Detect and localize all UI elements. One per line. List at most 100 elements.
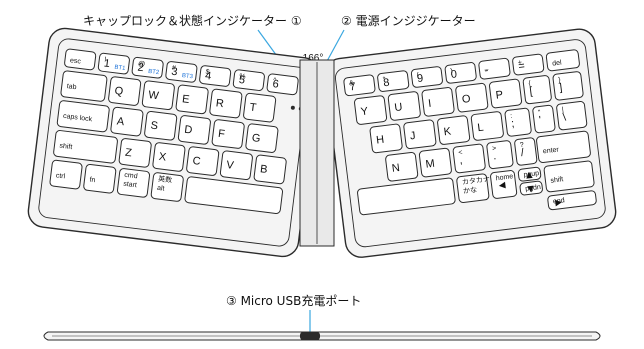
left-key-6[interactable]: 6^ — [266, 73, 299, 96]
left-key-ctrl[interactable]: ctrl — [49, 159, 83, 190]
right-key-m[interactable]: M — [418, 147, 452, 178]
left-key-z[interactable]: Z — [118, 138, 152, 168]
svg-text:): ) — [450, 68, 453, 75]
svg-text:_: _ — [483, 63, 489, 71]
right-key-9[interactable]: 9( — [410, 66, 443, 88]
right-key-blank-19[interactable]: ;: — [504, 107, 532, 137]
right-key-p[interactable]: P — [489, 78, 523, 109]
svg-text:かな: かな — [463, 186, 478, 196]
left-key-tab[interactable]: tab — [60, 70, 108, 102]
svg-text:$: $ — [205, 69, 210, 76]
right-key-shift[interactable]: shift — [543, 160, 595, 193]
right-key-blank-28[interactable] — [357, 177, 456, 216]
svg-text:F: F — [217, 128, 225, 141]
svg-text:^: ^ — [273, 77, 278, 84]
right-key-n[interactable]: N — [385, 151, 419, 182]
right-key-8[interactable]: 8* — [377, 70, 410, 92]
left-key-e[interactable]: E — [175, 84, 209, 115]
svg-text:=: = — [518, 60, 526, 73]
left-key-4[interactable]: 4$ — [199, 65, 232, 87]
svg-text:!: ! — [104, 56, 107, 63]
left-key-w[interactable]: W — [141, 80, 175, 111]
left-key-d[interactable]: D — [177, 115, 211, 145]
left-key-b[interactable]: B — [253, 154, 287, 185]
right-key-blank-32[interactable]: ▼pgdn — [519, 180, 543, 197]
svg-text:S: S — [150, 120, 159, 133]
svg-text:1: 1 — [103, 57, 111, 70]
left-key-5[interactable]: 5% — [232, 69, 265, 91]
svg-text:6: 6 — [272, 78, 280, 91]
right-key-blank-4[interactable]: -_ — [478, 57, 511, 80]
left-key-q[interactable]: Q — [108, 76, 142, 106]
svg-text:E: E — [181, 93, 190, 106]
left-key-1[interactable]: 1! BT1 — [97, 52, 130, 75]
left-key-3[interactable]: 3#BT3 — [165, 61, 198, 83]
right-key-del[interactable]: del — [545, 49, 580, 72]
left-key-c[interactable]: C — [186, 146, 220, 176]
right-key-0[interactable]: 0) — [444, 62, 477, 84]
svg-text:esc: esc — [69, 57, 81, 65]
svg-text:[: [ — [529, 85, 534, 97]
right-key-blank-26[interactable]: /? — [514, 137, 538, 166]
right-key-j[interactable]: J — [403, 119, 437, 150]
left-key-blank-29[interactable] — [184, 176, 284, 214]
right-key-y[interactable]: Y — [354, 95, 388, 125]
svg-text:BT1: BT1 — [114, 65, 126, 72]
left-key-a[interactable]: A — [110, 106, 144, 137]
svg-text:": " — [538, 109, 542, 116]
left-key-x[interactable]: X — [152, 142, 186, 172]
left-key-s[interactable]: S — [144, 110, 178, 141]
right-key-blank-31[interactable]: ▲pgup — [517, 166, 542, 183]
right-key-h[interactable]: H — [369, 123, 403, 154]
svg-text:{: { — [528, 80, 532, 87]
usb-port — [300, 332, 320, 340]
svg-text:enter: enter — [542, 146, 559, 155]
left-key-v[interactable]: V — [219, 150, 253, 181]
left-key-r[interactable]: R — [209, 88, 243, 119]
right-key-blank-25[interactable]: .> — [486, 140, 514, 170]
right-key-blank-33[interactable]: ►end — [547, 190, 597, 211]
svg-text:home: home — [495, 173, 513, 182]
left-key-2[interactable]: 2@BT2 — [131, 56, 164, 79]
right-key-blank-12[interactable]: [{ — [522, 75, 552, 105]
right-key-blank-30[interactable]: ◄home — [490, 170, 518, 199]
svg-text:I: I — [428, 98, 433, 110]
caps-indicator-led — [290, 105, 295, 110]
svg-text:▼: ▼ — [525, 183, 537, 196]
left-key-shift[interactable]: shift — [53, 130, 118, 164]
right-key-blank-13[interactable]: ]} — [552, 71, 584, 101]
svg-text:end: end — [553, 197, 566, 205]
right-key-7[interactable]: 7& — [343, 74, 376, 97]
right-key-blank-20[interactable]: '" — [532, 104, 556, 134]
svg-text:N: N — [391, 162, 400, 175]
right-key-o[interactable]: O — [455, 82, 489, 113]
right-key-l[interactable]: L — [470, 111, 504, 141]
left-key-f[interactable]: F — [211, 119, 245, 149]
left-key-g[interactable]: G — [245, 123, 279, 153]
svg-text:P: P — [495, 89, 504, 102]
left-key-esc[interactable]: esc — [64, 48, 97, 71]
right-key-i[interactable]: I — [421, 87, 455, 117]
right-key-k[interactable]: K — [437, 115, 471, 145]
svg-text:Q: Q — [114, 85, 124, 98]
right-key-u[interactable]: U — [387, 91, 421, 121]
svg-text:K: K — [443, 125, 452, 138]
right-key-enter[interactable]: enter — [536, 130, 591, 163]
left-key-fn[interactable]: fn — [83, 163, 117, 194]
svg-text:7: 7 — [349, 81, 357, 94]
left-key-t[interactable]: T — [243, 92, 277, 123]
right-key-blank-24[interactable]: ,< — [452, 143, 486, 174]
svg-text:G: G — [251, 132, 261, 145]
svg-text:+: + — [518, 59, 523, 66]
right-key-blank-14[interactable]: \| — [556, 100, 588, 131]
svg-text:◄: ◄ — [496, 179, 508, 192]
right-key-blank-5[interactable]: =+ — [512, 53, 545, 76]
left-key-caps-lock[interactable]: caps lock — [56, 100, 110, 133]
svg-text:-: - — [484, 64, 489, 76]
svg-text:ctrl: ctrl — [55, 172, 66, 180]
svg-text:4: 4 — [204, 70, 212, 83]
